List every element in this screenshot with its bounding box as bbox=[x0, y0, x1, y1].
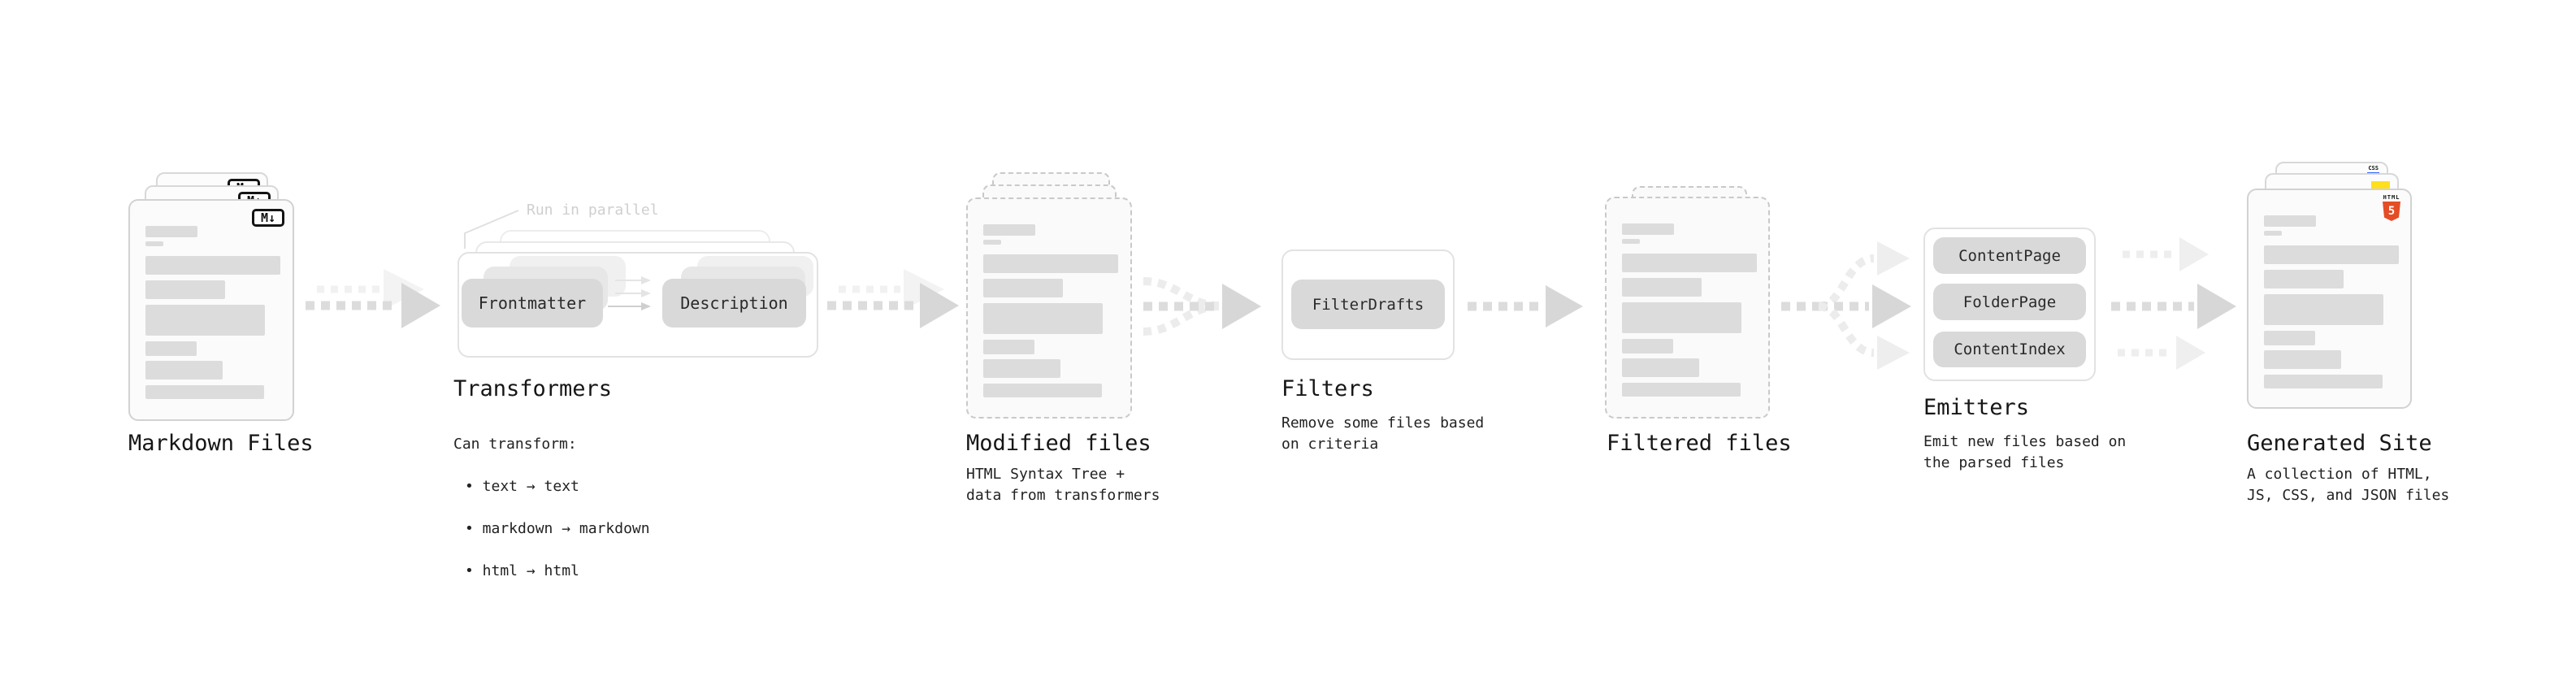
skeleton-text-bar bbox=[983, 384, 1102, 397]
arrow-markdown-to-transformers bbox=[306, 269, 440, 328]
emitters-label: Emitters bbox=[1923, 395, 2030, 420]
folderpage-pill: FolderPage bbox=[1933, 284, 2086, 320]
html5-shield: 5 bbox=[2383, 202, 2400, 221]
skeleton-text-bar bbox=[1622, 383, 1741, 397]
skeleton-text-bar bbox=[2264, 270, 2344, 288]
generated-site-label: Generated Site bbox=[2247, 431, 2432, 456]
filtered-files-label: Filtered files bbox=[1607, 431, 1792, 456]
filterdrafts-pill: FilterDrafts bbox=[1291, 280, 1445, 329]
arrow-filtered-to-emitters bbox=[1781, 241, 1911, 370]
markdown-icon: M↓ bbox=[252, 209, 284, 227]
filters-label: Filters bbox=[1281, 376, 1374, 401]
modified-files-caption: HTML Syntax Tree + data from transformer… bbox=[966, 466, 1160, 504]
skeleton-text-bar bbox=[145, 361, 223, 380]
skeleton-text-bar bbox=[1622, 358, 1699, 377]
skeleton-text-bar bbox=[145, 385, 264, 399]
skeleton-text-bar bbox=[2264, 331, 2315, 345]
emitters-caption: Emit new files based on the parsed files bbox=[1923, 433, 2127, 471]
js-file-icon bbox=[2371, 181, 2390, 189]
skeleton-text-bar bbox=[2264, 231, 2282, 236]
generated-site-caption: A collection of HTML, JS, CSS, and JSON … bbox=[2247, 466, 2450, 504]
skeleton-text-bar bbox=[2264, 294, 2383, 325]
skeleton-text-bar bbox=[983, 340, 1034, 354]
skeleton-text-bar bbox=[983, 254, 1118, 273]
skeleton-text-bar bbox=[145, 280, 225, 299]
skeleton-text-bar bbox=[983, 224, 1035, 236]
skeleton-text-bar bbox=[1622, 302, 1741, 333]
transform-bullet: • text → text bbox=[465, 478, 579, 495]
skeleton-text-bar bbox=[145, 256, 280, 275]
run-in-parallel-annotation: Run in parallel bbox=[527, 202, 659, 219]
arrow-modified-to-filters bbox=[1143, 277, 1261, 336]
skeleton-text-bar bbox=[145, 241, 163, 246]
skeleton-text-bar bbox=[145, 226, 197, 237]
modified-files-label: Modified files bbox=[966, 431, 1151, 456]
skeleton-text-bar bbox=[2264, 375, 2383, 388]
skeleton-text-bar bbox=[1622, 278, 1702, 297]
transformers-caption: Can transform: • text → text • markdown … bbox=[453, 413, 650, 603]
description-pill: Description bbox=[662, 279, 806, 327]
contentpage-pill: ContentPage bbox=[1933, 237, 2086, 274]
can-transform-title: Can transform: bbox=[453, 436, 577, 453]
frontmatter-pill: Frontmatter bbox=[462, 279, 603, 327]
filters-caption: Remove some files based on criteria bbox=[1281, 414, 1485, 453]
skeleton-text-bar bbox=[983, 240, 1001, 245]
skeleton-text-bar bbox=[2264, 350, 2341, 369]
arrow-emitters-to-generated bbox=[2111, 237, 2236, 370]
modified-doc-front bbox=[966, 197, 1132, 419]
skeleton-text-bar bbox=[1622, 339, 1673, 354]
arrow-transformers-to-modified bbox=[827, 269, 959, 328]
html5-icon: HTML 5 bbox=[2381, 194, 2402, 221]
skeleton-text-bar bbox=[983, 303, 1103, 334]
transform-bullet: • html → html bbox=[465, 562, 579, 579]
skeleton-text-bar bbox=[1622, 254, 1757, 272]
markdown-files-label: Markdown Files bbox=[128, 431, 314, 456]
skeleton-text-bar bbox=[983, 279, 1063, 297]
transformers-label: Transformers bbox=[453, 376, 613, 401]
skeleton-text-bar bbox=[145, 305, 265, 336]
generated-doc-front: HTML 5 bbox=[2247, 189, 2412, 409]
html5-word: HTML bbox=[2383, 194, 2400, 201]
transform-bullet: • markdown → markdown bbox=[465, 520, 650, 537]
markdown-doc-front: M↓ bbox=[128, 199, 294, 421]
arrow-filters-to-filtered bbox=[1468, 285, 1583, 327]
skeleton-text-bar bbox=[2264, 215, 2316, 227]
contentindex-pill: ContentIndex bbox=[1933, 332, 2086, 367]
skeleton-text-bar bbox=[145, 341, 197, 356]
skeleton-text-bar bbox=[1622, 223, 1674, 235]
filtered-doc-front bbox=[1605, 197, 1770, 419]
skeleton-text-bar bbox=[2264, 245, 2399, 264]
skeleton-text-bar bbox=[1622, 239, 1640, 244]
skeleton-text-bar bbox=[983, 359, 1060, 378]
